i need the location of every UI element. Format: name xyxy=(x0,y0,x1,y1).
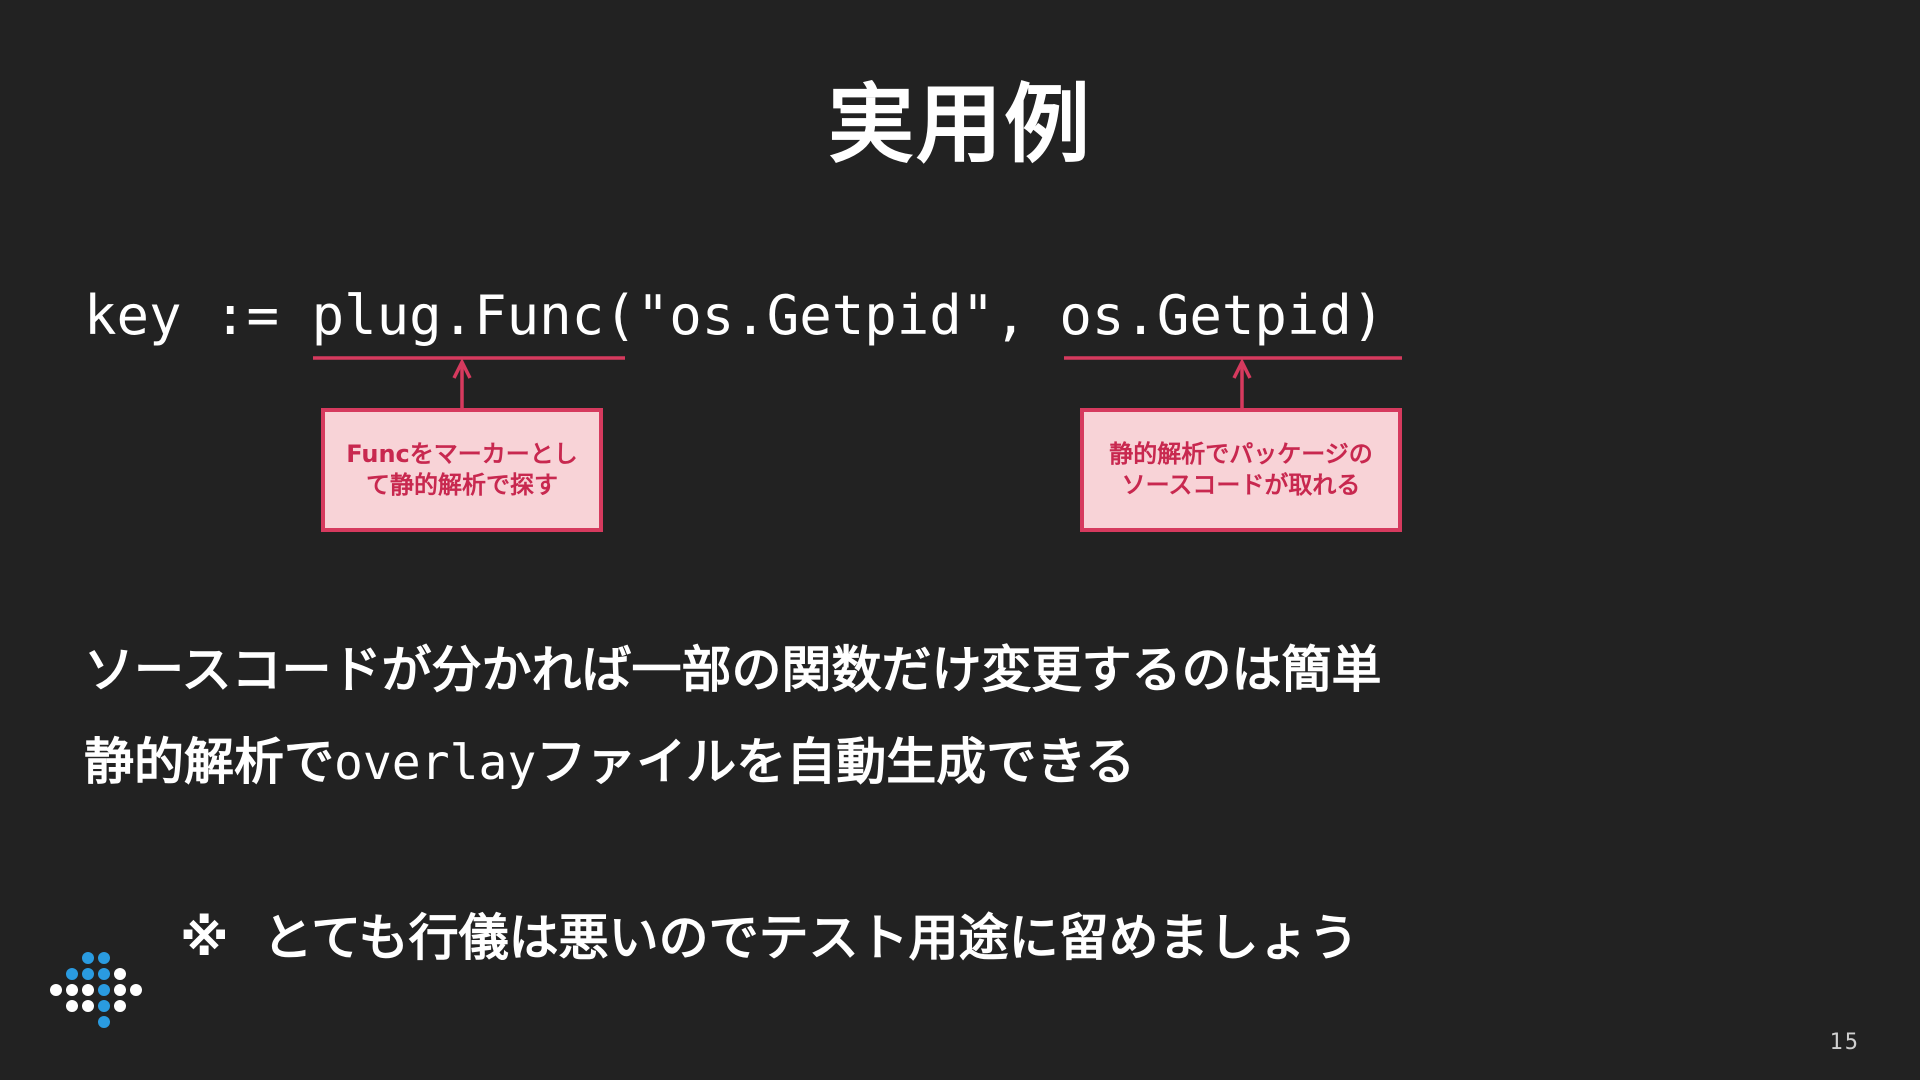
arrow-1-head xyxy=(452,358,472,379)
body-line-1: ソースコードが分かれば一部の関数だけ変更するのは簡単 xyxy=(84,641,1382,699)
dot-grid-logo-icon xyxy=(50,952,142,1028)
page-number: 15 xyxy=(1829,1030,1860,1055)
body-line-2-overlay: overlay xyxy=(334,735,537,791)
code-call: plug.Func( xyxy=(311,284,637,347)
callout-2-line-2: ソースコードが取れる xyxy=(1121,471,1361,499)
note-line: ※ とても行儀は悪いのでテスト用途に留めましょう xyxy=(180,908,1359,968)
body-line-2: 静的解析でoverlayファイルを自動生成できる xyxy=(84,732,1135,793)
code-func-arg: os.Getpid) xyxy=(1059,284,1385,347)
callout-1-line-1: Funcをマーカーとし xyxy=(346,440,578,468)
note-mark: ※ xyxy=(180,909,229,967)
callout-source-note: 静的解析でパッケージの ソースコードが取れる xyxy=(1080,408,1402,532)
code-snippet: key := plug.Func("os.Getpid", os.Getpid) xyxy=(84,284,1384,348)
slide-title: 実用例 xyxy=(828,75,1092,175)
body-line-2-suffix: ファイルを自動生成できる xyxy=(536,733,1136,791)
callout-marker-note: Funcをマーカーとし て静的解析で探す xyxy=(321,408,603,532)
code-prefix: key := xyxy=(84,284,312,347)
body-line-2-prefix: 静的解析で xyxy=(84,733,334,791)
callout-2-line-1: 静的解析でパッケージの xyxy=(1109,440,1373,468)
callout-1-line-2: て静的解析で探す xyxy=(366,471,558,499)
arrow-2-head xyxy=(1232,358,1252,379)
note-text: とても行儀は悪いのでテスト用途に留めましょう xyxy=(262,909,1359,967)
code-string-arg: "os.Getpid", xyxy=(636,284,1060,347)
